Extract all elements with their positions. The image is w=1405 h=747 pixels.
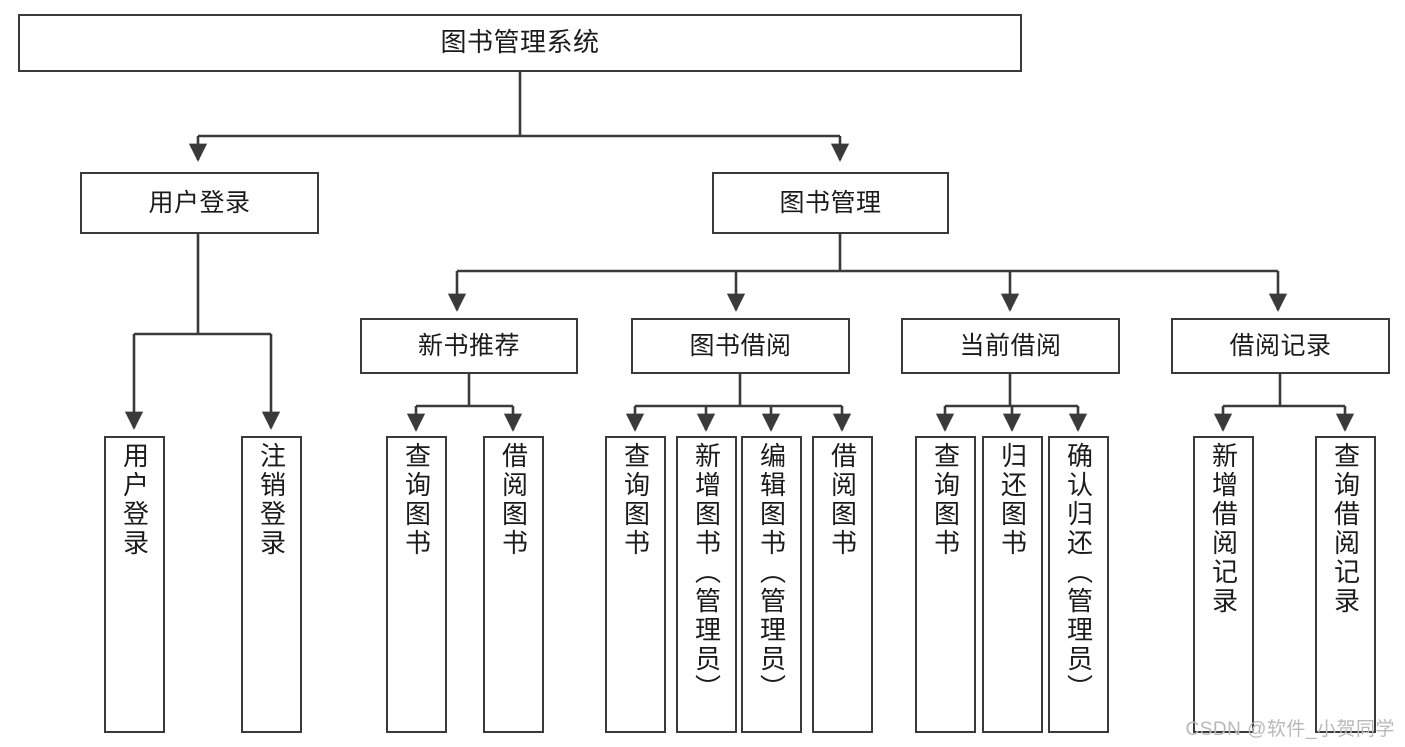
node-label: 用户登录 — [119, 442, 150, 558]
node-label: 查询图书 — [401, 442, 432, 558]
node-label: 编辑图书（管理员） — [756, 442, 787, 703]
node-label: 归还图书 — [997, 442, 1028, 558]
node-label: 查询图书 — [620, 442, 651, 558]
node-root-book-management-system[interactable]: 图书管理系统 — [18, 14, 1022, 72]
node-label: 用户登录 — [148, 188, 251, 217]
node-borrowing-record[interactable]: 借阅记录 — [1171, 318, 1390, 374]
leaf-logout-login[interactable]: 注销登录 — [241, 436, 302, 733]
node-book-borrowing[interactable]: 图书借阅 — [631, 318, 850, 374]
node-label: 借阅记录 — [1229, 331, 1332, 360]
node-label: 当前借阅 — [959, 331, 1062, 360]
leaf-borrow-book-new-book-rec[interactable]: 借阅图书 — [483, 436, 544, 733]
node-book-management[interactable]: 图书管理 — [712, 172, 949, 234]
node-new-book-recommendation[interactable]: 新书推荐 — [360, 318, 578, 374]
node-label: 查询借阅记录 — [1330, 442, 1361, 616]
leaf-query-book-current-borrow[interactable]: 查询图书 — [915, 436, 976, 733]
node-user-login[interactable]: 用户登录 — [80, 172, 319, 234]
csdn-watermark: CSDN @软件_小贺同学 — [1185, 719, 1395, 740]
node-label: 新增图书（管理员） — [691, 442, 722, 703]
node-label: 注销登录 — [256, 442, 287, 558]
leaf-edit-book-admin[interactable]: 编辑图书（管理员） — [741, 436, 802, 733]
leaf-query-book-new-book-rec[interactable]: 查询图书 — [386, 436, 447, 733]
node-label: 新增借阅记录 — [1208, 442, 1239, 616]
leaf-query-book-book-borrow[interactable]: 查询图书 — [605, 436, 666, 733]
node-label: 图书管理系统 — [440, 27, 600, 58]
leaf-user-login[interactable]: 用户登录 — [104, 436, 165, 733]
node-label: 图书借阅 — [689, 331, 792, 360]
node-label: 查询图书 — [930, 442, 961, 558]
node-label: 确认归还（管理员） — [1063, 442, 1094, 703]
leaf-borrow-book-book-borrow[interactable]: 借阅图书 — [812, 436, 873, 733]
node-label: 图书管理 — [779, 188, 882, 217]
node-label: 借阅图书 — [827, 442, 858, 558]
node-label: 借阅图书 — [498, 442, 529, 558]
leaf-query-borrow-record[interactable]: 查询借阅记录 — [1315, 436, 1376, 733]
node-current-borrowing[interactable]: 当前借阅 — [901, 318, 1120, 374]
leaf-confirm-return-admin[interactable]: 确认归还（管理员） — [1048, 436, 1109, 733]
leaf-return-book[interactable]: 归还图书 — [982, 436, 1043, 733]
node-label: 新书推荐 — [417, 331, 520, 360]
leaf-add-borrow-record[interactable]: 新增借阅记录 — [1193, 436, 1254, 733]
leaf-add-book-admin[interactable]: 新增图书（管理员） — [676, 436, 737, 733]
